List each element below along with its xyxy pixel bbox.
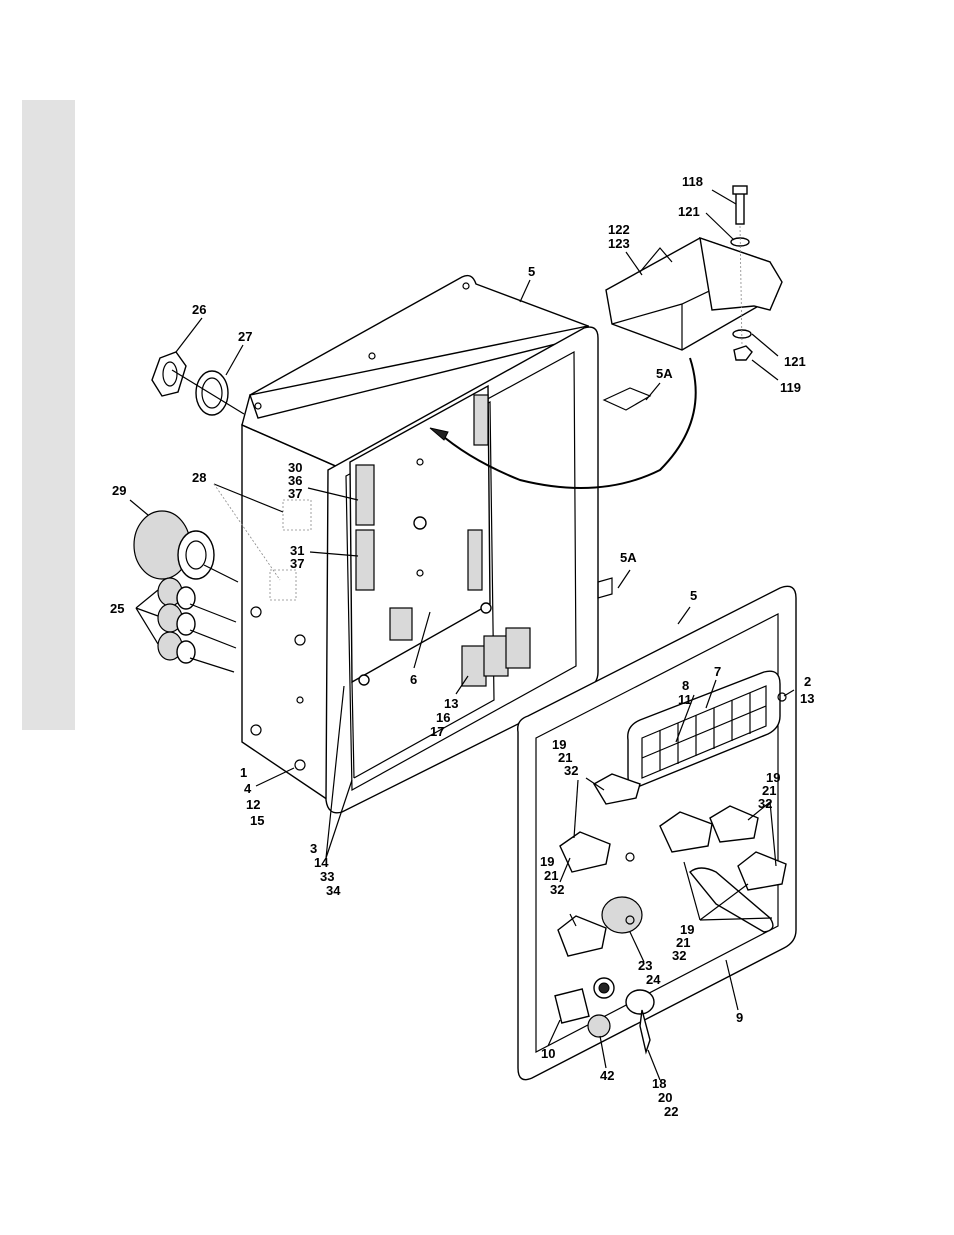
callout-15: 15 — [250, 813, 264, 828]
callout-37-lower: 37 — [290, 556, 304, 571]
callout-37-upper: 37 — [288, 486, 302, 501]
callout-118: 118 — [682, 174, 703, 189]
callout-5A-mid: 5A — [620, 550, 637, 565]
callout-22: 22 — [664, 1104, 678, 1119]
callout-18: 18 — [652, 1076, 666, 1091]
callout-13-door: 13 — [800, 691, 814, 706]
callout-27: 27 — [238, 329, 252, 344]
callout-2: 2 — [804, 674, 811, 689]
callout-42: 42 — [600, 1068, 614, 1083]
callout-4: 4 — [244, 781, 252, 796]
callout-24: 24 — [646, 972, 661, 987]
callout-119: 119 — [780, 380, 801, 395]
callout-23: 23 — [638, 958, 652, 973]
callout-121-bottom: 121 — [784, 354, 806, 369]
callout-32-a: 32 — [564, 763, 578, 778]
callout-10: 10 — [541, 1046, 555, 1061]
callout-123: 123 — [608, 236, 630, 251]
callout-17: 17 — [430, 724, 444, 739]
callout-29: 29 — [112, 483, 126, 498]
callout-6: 6 — [410, 672, 417, 687]
callout-19-c: 19 — [540, 854, 554, 869]
callout-33: 33 — [320, 869, 334, 884]
callout-21-c: 21 — [544, 868, 558, 883]
callout-34: 34 — [326, 883, 341, 898]
callout-5-box: 5 — [528, 264, 535, 279]
callout-13-relay: 13 — [444, 696, 458, 711]
callout-5-door: 5 — [690, 588, 697, 603]
callout-26: 26 — [192, 302, 206, 317]
callout-32-c: 32 — [550, 882, 564, 897]
callout-32-b: 32 — [758, 796, 772, 811]
callout-32-d: 32 — [672, 948, 686, 963]
callout-28: 28 — [192, 470, 206, 485]
callout-122: 122 — [608, 222, 630, 237]
callout-25: 25 — [110, 601, 124, 616]
callout-12: 12 — [246, 797, 260, 812]
callout-9: 9 — [736, 1010, 743, 1025]
callout-20: 20 — [658, 1090, 672, 1105]
callout-121-top: 121 — [678, 204, 700, 219]
callout-16: 16 — [436, 710, 450, 725]
callout-1: 1 — [240, 765, 247, 780]
callout-14: 14 — [314, 855, 329, 870]
callout-5A-top: 5A — [656, 366, 673, 381]
callout-8: 8 — [682, 678, 689, 693]
callout-11: 11 — [678, 692, 692, 707]
callout-3: 3 — [310, 841, 317, 856]
callout-7: 7 — [714, 664, 721, 679]
